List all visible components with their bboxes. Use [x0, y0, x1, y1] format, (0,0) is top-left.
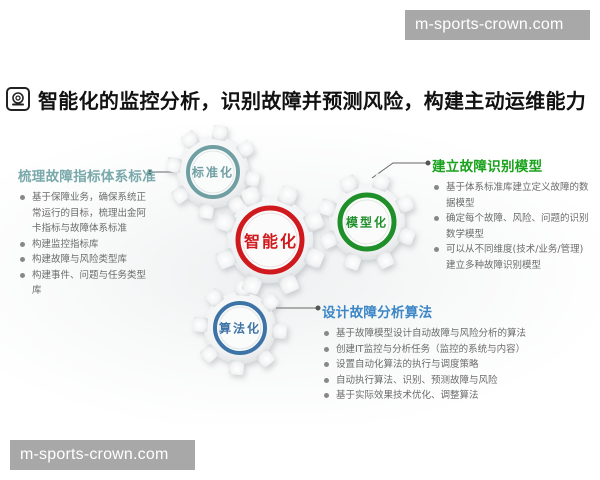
gear-label-standards: 标准化 — [191, 165, 235, 180]
section-model: 建立故障识别模型 基于体系标准库建立定义故障的数据模型 确定每个故障、风险、问题… — [432, 155, 592, 273]
gear-ring-model — [337, 192, 397, 252]
section-standards: 梳理故障指标体系标准 基于保障业务，确保系统正常运行的目标，梳理出金阿卡指标与故… — [18, 165, 156, 299]
gear-label-intelligent: 智能化 — [243, 232, 299, 251]
list-item: 基于保障业务，确保系统正常运行的目标，梳理出金阿卡指标与故障体系标准 — [18, 190, 153, 237]
list-item: 可以从不同维度(技术/业务/管理)建立多种故障识别模型 — [432, 242, 592, 273]
watermark-bottom: m-sports-crown.com — [10, 440, 195, 470]
section-algorithm: 设计故障分析算法 基于故障模型设计自动故障与风险分析的算法 创建IT监控与分析任… — [322, 301, 562, 404]
gear-ring-standards — [186, 145, 240, 199]
list-item: 构建故障与风险类型库 — [18, 252, 153, 268]
list-item: 自动执行算法、识别、预测故障与风险 — [322, 373, 562, 389]
watermark-top: m-sports-crown.com — [405, 10, 590, 40]
list-item: 设置自动化算法的执行与调度策略 — [322, 357, 562, 373]
list-item: 基于实际效果技术优化、调整算法 — [322, 388, 562, 404]
gear-ring-intelligent — [235, 205, 305, 275]
list-item: 创建IT监控与分析任务（监控的系统与内容） — [322, 342, 562, 358]
section-heading: 梳理故障指标体系标准 — [18, 169, 156, 185]
list-item: 确定每个故障、风险、问题的识别数学模型 — [432, 211, 592, 242]
bullet-list: 基于保障业务，确保系统正常运行的目标，梳理出金阿卡指标与故障体系标准 构建监控指… — [18, 190, 153, 299]
page-title-row: 智能化的监控分析，识别故障并预测风险，构建主动运维能力 — [6, 84, 586, 114]
page-title: 智能化的监控分析，识别故障并预测风险，构建主动运维能力 — [38, 88, 587, 113]
section-heading: 设计故障分析算法 — [322, 305, 433, 321]
gear-label-model: 模型化 — [345, 215, 389, 230]
bullet-list: 基于故障模型设计自动故障与风险分析的算法 创建IT监控与分析任务（监控的系统与内… — [322, 326, 562, 404]
gear-ring-algorithm — [213, 301, 267, 355]
list-item: 构建监控指标库 — [18, 237, 153, 253]
gear-label-algorithm: 算法化 — [218, 321, 262, 336]
list-item: 基于体系标准库建立定义故障的数据模型 — [432, 180, 592, 211]
diagram-background — [0, 125, 600, 425]
list-item: 构建事件、问题与任务类型库 — [18, 268, 153, 299]
bullet-list: 基于体系标准库建立定义故障的数据模型 确定每个故障、风险、问题的识别数学模型 可… — [432, 180, 592, 273]
monitor-camera-icon — [6, 87, 30, 111]
section-heading: 建立故障识别模型 — [432, 159, 543, 175]
list-item: 基于故障模型设计自动故障与风险分析的算法 — [322, 326, 562, 342]
